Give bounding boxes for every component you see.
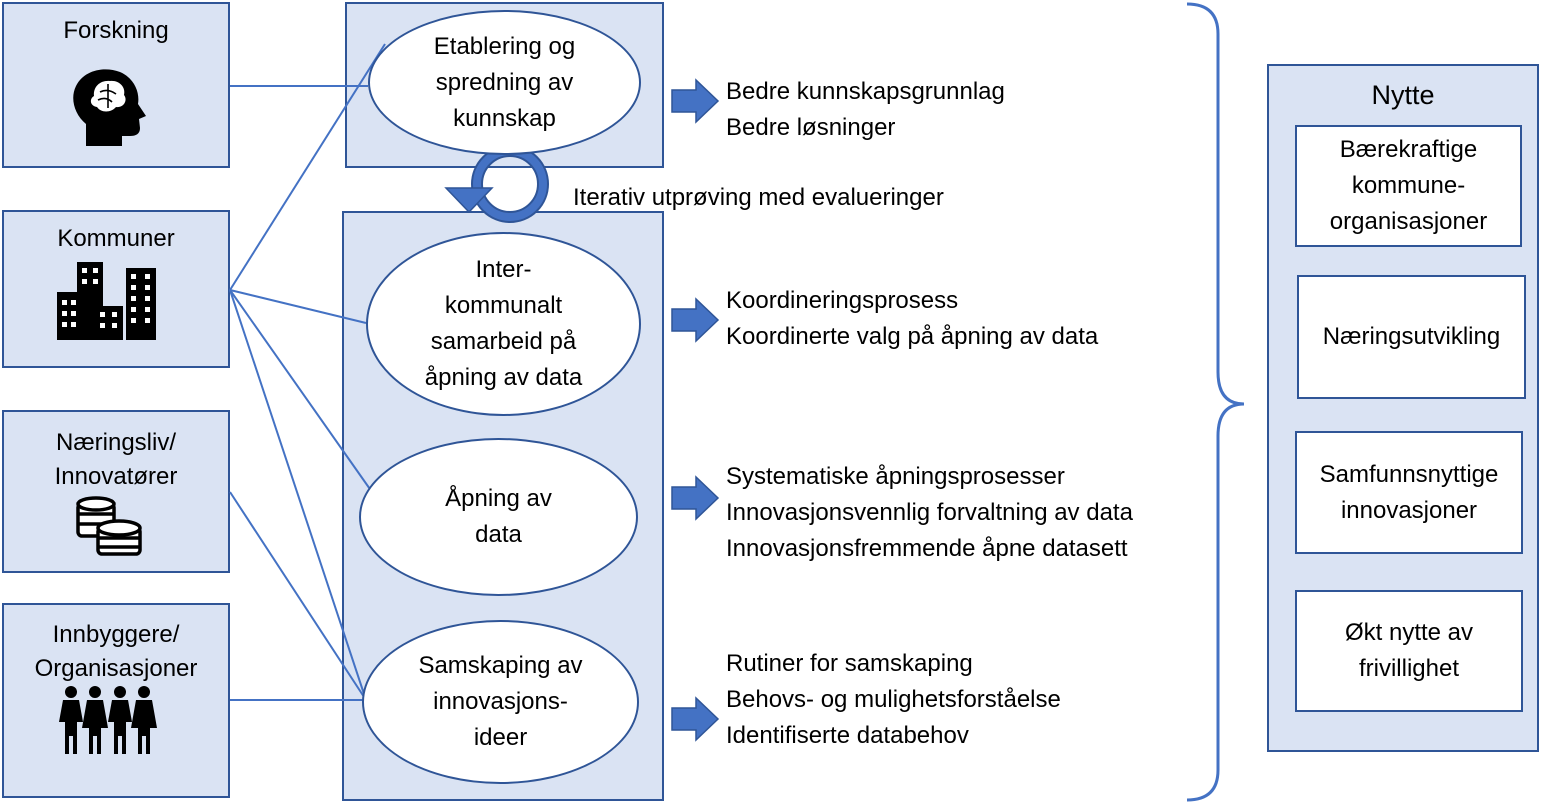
people-icon [59, 686, 157, 754]
connector-line [229, 289, 367, 324]
connector-lines [229, 43, 386, 701]
process-ellipse: Inter- kommunalt samarbeid på åpning av … [366, 232, 641, 416]
process-ellipse: Samskaping av innovasjons- ideer [362, 620, 639, 784]
cycle-label: Iterativ utprøving med evalueringer [573, 184, 944, 211]
connector-line [229, 491, 367, 701]
outcome-item: Koordinerte valg på åpning av data [726, 323, 1099, 350]
outcome-item: Bedre kunnskapsgrunnlag [726, 78, 1005, 105]
outcome-item: Innovasjonsfremmende åpne datasett [726, 535, 1128, 562]
benefits-title: Nytte [1371, 80, 1435, 110]
outcome-item: Identifiserte databehov [726, 722, 969, 749]
connector-line [229, 43, 386, 291]
right-arrow-icon [671, 297, 720, 343]
stakeholder-label: Næringsliv/ Innovatører [54, 429, 178, 490]
stakeholder-label: Innbyggere/ Organisasjoner [34, 621, 198, 682]
coins-icon [76, 496, 142, 556]
stakeholder-label: Forskning [63, 17, 169, 44]
curly-brace [1186, 2, 1245, 802]
benefit-item: Samfunnsnyttige innovasjoner [1295, 431, 1523, 554]
outcome-list: Bedre kunnskapsgrunnlag Bedre løsninger [726, 74, 1005, 146]
stakeholder-box-kommuner [2, 210, 230, 368]
cycle-arrow-icon [444, 145, 549, 223]
connector-line [229, 289, 367, 701]
stakeholder-box-naeringsliv [2, 410, 230, 573]
benefit-item: Bærekraftige kommune- organisasjoner [1295, 125, 1522, 247]
outcome-item: Rutiner for samskaping [726, 650, 973, 677]
connector-line [229, 289, 373, 493]
outcome-item: Behovs- og mulighetsforståelse [726, 686, 1061, 713]
benefit-item: Økt nytte av frivillighet [1295, 590, 1523, 712]
process-ellipse: Åpning av data [359, 438, 638, 596]
outcome-item: Systematiske åpningsprosesser [726, 463, 1065, 490]
outcome-item: Innovasjonsvennlig forvaltning av data [726, 499, 1133, 526]
outcome-list: Koordineringsprosess Koordinerte valg på… [726, 283, 1098, 355]
outcome-item: Koordineringsprosess [726, 287, 959, 314]
outcome-list: Rutiner for samskaping Behovs- og muligh… [726, 646, 1061, 754]
stakeholder-label: Kommuner [57, 225, 175, 252]
benefit-item: Næringsutvikling [1297, 275, 1526, 399]
process-ellipse: Etablering og spredning av kunnskap [368, 10, 641, 155]
right-arrow-icon [671, 696, 720, 742]
outcome-list: Systematiske åpningsprosesser Innovasjon… [726, 459, 1133, 567]
outcome-item: Bedre løsninger [726, 114, 896, 141]
head-brain-icon [73, 69, 146, 146]
right-arrow-icon [671, 78, 720, 124]
right-arrow-icon [671, 475, 720, 521]
buildings-icon [57, 262, 156, 340]
